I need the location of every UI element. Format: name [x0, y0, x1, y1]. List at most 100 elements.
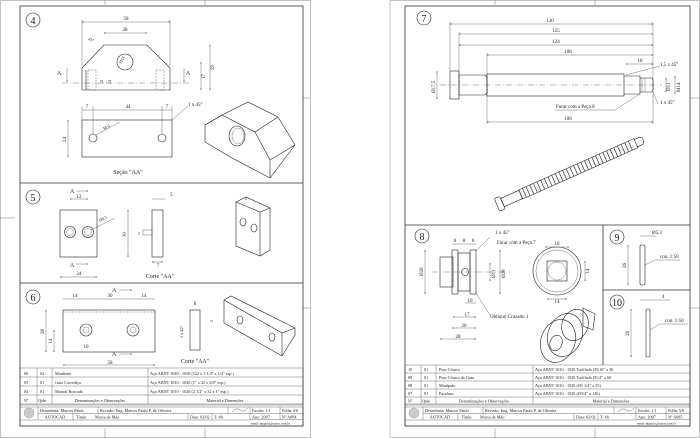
section-marker-a-bottom: A — [112, 352, 117, 358]
dim-10: 10 — [468, 299, 474, 304]
section-hole-right — [157, 133, 167, 143]
part-9-pino-conico-guia: 9 Ø5,3 26 con. 1:50 — [609, 229, 680, 286]
institution-logo — [408, 407, 420, 419]
dim-dia-17-5: Ø17,5 — [432, 80, 437, 93]
title-block: Desenhista: Marcos Paulo Revisão: Eng. M… — [19, 406, 304, 427]
part-number: 8 — [420, 232, 425, 243]
dim-dia-11: Ø11 — [667, 82, 672, 91]
dim-28: 28 — [456, 335, 462, 340]
part-number-balloon — [25, 189, 41, 205]
svg-text:Nº: Nº — [24, 398, 29, 403]
part-7-parafuso: 7 130 125 124 108 18 1,5 x 45° Ø17,5 Ø11 — [416, 10, 682, 212]
dim-28: 28 — [123, 28, 129, 33]
dim-58: 58 — [108, 361, 114, 366]
dim-15: 15 — [137, 231, 141, 235]
drawing-number: Nº A084 — [282, 415, 297, 420]
dim-44: 44 — [126, 105, 132, 110]
table-row: 04 01 Mancal Roscado Aço ABNT 1010 - 102… — [24, 389, 229, 394]
taper-note: con. 1:50 — [665, 319, 684, 324]
section-caption: Corte "AA" — [146, 274, 175, 280]
svg-text:Manípulo: Manípulo — [439, 383, 455, 388]
drill-note: Furar com a Peça 7 — [497, 241, 536, 246]
parts-list-table: 10 01 Pino Cônico Aço ABNT 1010 - 1020 T… — [404, 364, 691, 406]
right-sheet: 7 130 125 124 108 18 1,5 x 45° Ø17,5 Ø11 — [389, 0, 700, 438]
dim-diameter: 4 — [662, 295, 665, 300]
signature — [617, 407, 635, 413]
svg-text:Aço ABNT 1010 - 1020 Trefilado: Aço ABNT 1010 - 1020 Trefilado Ø1/4" x 6… — [535, 375, 611, 380]
dim-chamfer-1: 1 x 45° — [660, 101, 675, 106]
reviewer: Revisão: Eng. Marcos Paulo P. de Oliveir… — [485, 408, 557, 413]
svg-text:01: 01 — [424, 383, 428, 388]
pin-view — [645, 308, 651, 358]
institution-logo — [23, 407, 35, 419]
part-4-mancal-roscado: 4 58 28 45° M14 29 17 12 14 A A — [25, 12, 296, 179]
dim-24: 24 — [63, 137, 68, 143]
dim-5: 5 — [209, 320, 214, 322]
section-marker-a-top: A — [70, 189, 75, 195]
part-6-mordente: 6 A 14 30 14 28 14 10 A 58 6 5 1 x 45° C… — [25, 288, 296, 366]
section-marker-a-bottom: A — [70, 263, 75, 269]
svg-text:01: 01 — [424, 391, 428, 396]
dim-30: 30 — [123, 232, 128, 238]
svg-text:Aço ABNT 1010 - 1020 (2 1/2" x: Aço ABNT 1010 - 1020 (2 1/2" x 32 x 1" e… — [150, 389, 229, 394]
dim-6-left: 6 — [454, 239, 457, 244]
svg-text:01: 01 — [40, 380, 44, 385]
section-caption: Corte "AA" — [181, 359, 210, 365]
svg-text:01: 01 — [40, 389, 44, 394]
svg-text:Mordente: Mordente — [55, 371, 71, 376]
section-marker-a-left: A — [57, 71, 62, 77]
svg-text:05: 05 — [24, 380, 28, 385]
taper-note: con. 1:50 — [660, 255, 679, 260]
sheet-border — [0, 0, 311, 438]
svg-text:Mancal Roscado: Mancal Roscado — [55, 389, 83, 394]
isometric-view-part-6 — [223, 295, 296, 357]
dim-30: 30 — [108, 294, 114, 299]
dim-108: 108 — [564, 50, 572, 55]
svg-text:Pino Cônico de Guia: Pino Cônico de Guia — [439, 375, 474, 380]
table-row: 05 01 Guia Corrediça Aço ABNT 1010 - 102… — [24, 380, 226, 385]
isometric-view-part-8 — [540, 307, 596, 363]
dim-diameter: Ø5,3 — [652, 231, 662, 236]
svg-text:Material e Dimensões: Material e Dimensões — [593, 399, 630, 404]
part-number: 5 — [31, 193, 36, 204]
dim-18: 18 — [638, 59, 644, 64]
dim-m14: M14 — [677, 82, 682, 92]
section-marker-a-top: A — [112, 288, 117, 294]
svg-text:Aço ABNT 1040 - 1050 (122 x 1: Aço ABNT 1040 - 1050 (122 x 1 1/4" x 1/4… — [150, 371, 234, 376]
dim-130: 130 — [546, 19, 554, 24]
front-view — [59, 209, 98, 258]
table-row: 09 01 Pino Cônico de Guia Aço ABNT 1010 … — [408, 375, 611, 380]
dim-124: 124 — [552, 40, 560, 45]
svg-text:Denominações e Observações: Denominações e Observações — [75, 398, 126, 403]
dim-chamfer-1-5: 1,5 x 45° — [660, 63, 678, 68]
table-row: 10 01 Pino Cônico Aço ABNT 1010 - 1020 T… — [408, 367, 613, 372]
year: Ano: 2007 — [638, 415, 656, 420]
drill-note: Furar com a Peça 8 — [556, 105, 595, 110]
dim-8: 8 — [463, 239, 466, 244]
svg-text:06: 06 — [24, 371, 28, 376]
dim-29: 29 — [211, 65, 216, 71]
hidden-thread-right — [155, 69, 165, 91]
table-header: Nº Qtde Denominações e Observações Mater… — [24, 398, 244, 403]
dim-125: 125 — [552, 29, 560, 34]
part-number: 6 — [31, 293, 36, 304]
dim-dia-26: Ø26 — [420, 267, 425, 276]
dim-14: 14 — [107, 79, 112, 84]
dim-14-right: 14 — [142, 294, 148, 299]
dim-chamfer: 1 x 45° — [188, 103, 203, 108]
section-caption: Seção "AA" — [113, 170, 143, 176]
dim-18: 18 — [555, 242, 561, 247]
svg-text:Aço ABNT 1010 - 1020 Trefilado: Aço ABNT 1010 - 1020 Trefilado Ø3/16" x … — [535, 367, 613, 372]
part-number: 9 — [615, 233, 620, 244]
dim-chamfer: 1 x 45° — [495, 231, 510, 236]
svg-text:Parafuso: Parafuso — [439, 391, 454, 396]
dim-angle: 45° — [88, 36, 96, 43]
dim-58: 58 — [124, 17, 130, 22]
svg-text:Aço ABNT 1010 - 1020 (Ø3/4" x: Aço ABNT 1010 - 1020 (Ø3/4" x 140) — [535, 391, 600, 396]
part-number: 10 — [612, 298, 622, 309]
dim-28: 28 — [41, 329, 46, 335]
dim-7-right: 7 — [166, 105, 169, 110]
part-number-balloon — [25, 12, 41, 28]
parts-list-table: 06 02 Mordente Aço ABNT 1040 - 1050 (122… — [19, 367, 304, 406]
